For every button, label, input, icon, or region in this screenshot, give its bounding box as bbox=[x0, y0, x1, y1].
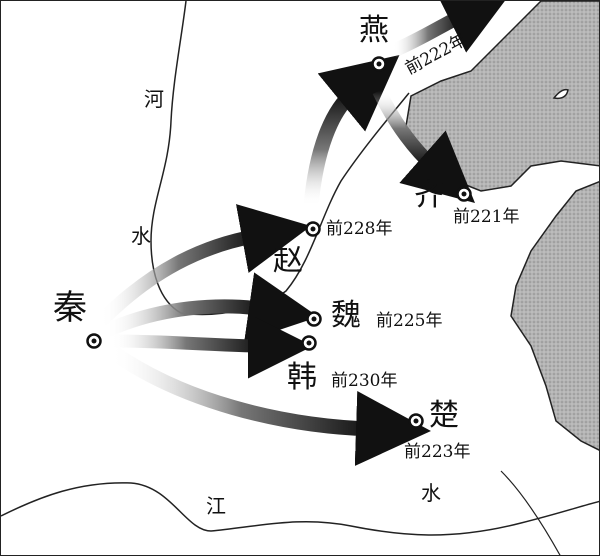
state-label-qi: 齐 bbox=[414, 178, 444, 213]
river-label-shui-1: 水 bbox=[131, 224, 151, 248]
state-label-wei: 魏 bbox=[331, 298, 361, 333]
river-label-jiang: 江 bbox=[206, 494, 226, 518]
arrow-to-qi bbox=[372, 87, 475, 204]
arrow-beyond-yan bbox=[390, 1, 514, 58]
year-label-chu: 前223年 bbox=[404, 442, 471, 462]
island bbox=[552, 88, 569, 100]
border bbox=[500, 470, 561, 555]
year-label-wei: 前225年 bbox=[376, 311, 443, 331]
arrow-to-yan bbox=[303, 54, 400, 207]
arrow-to-zhao bbox=[96, 204, 312, 326]
year-label-qi: 前221年 bbox=[453, 207, 520, 227]
arrow-to-han bbox=[110, 313, 313, 379]
state-label-zhao: 赵 bbox=[273, 243, 303, 278]
year-label-han: 前230年 bbox=[331, 371, 398, 391]
arrow-to-wei bbox=[103, 272, 319, 342]
sea-east bbox=[510, 180, 599, 451]
yangtze-river bbox=[1, 482, 599, 536]
river-label-shui-2: 水 bbox=[421, 481, 441, 505]
state-label-yan: 燕 bbox=[359, 13, 389, 48]
state-label-qin: 秦 bbox=[53, 288, 87, 328]
river-label-he: 河 bbox=[144, 87, 164, 111]
arrow-to-chu bbox=[106, 344, 431, 466]
year-label-zhao: 前228年 bbox=[326, 219, 393, 239]
state-label-chu: 楚 bbox=[429, 398, 459, 433]
state-label-han: 韩 bbox=[287, 360, 317, 395]
